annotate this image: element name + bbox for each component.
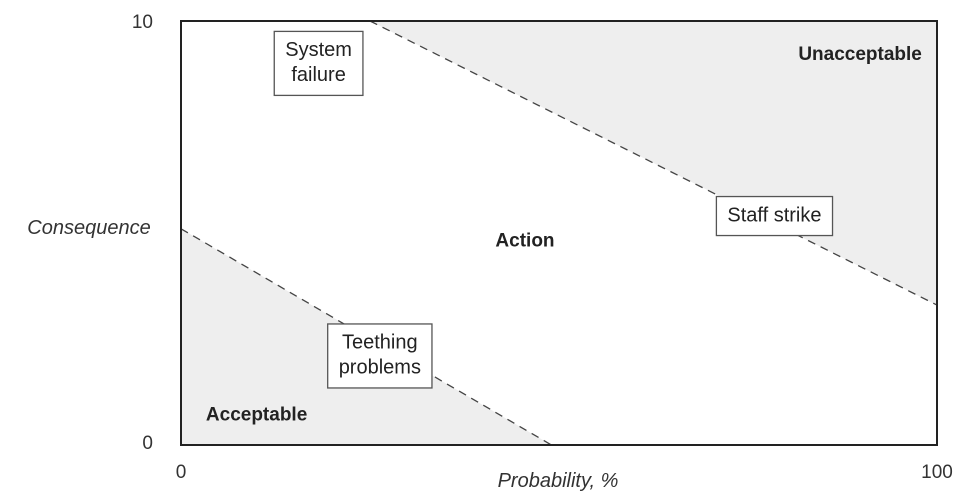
zone-label-action: Action (495, 230, 554, 251)
x-tick-label-max: 100 (921, 462, 953, 483)
zone-labels: Acceptable Action Unacceptable (206, 44, 922, 425)
y-tick-label-max: 10 (132, 12, 153, 33)
risk-box-staff-strike (715, 195, 834, 237)
risk-label-teething-problems: Teething (342, 332, 418, 354)
risk-label-staff-strike: Staff strike (727, 204, 821, 226)
tick-labels: 10 0 0 100 (132, 12, 953, 483)
risk-box-teething-problems (327, 323, 433, 389)
zone-label-unacceptable: Unacceptable (798, 44, 922, 65)
x-tick-label-min: 0 (176, 462, 187, 483)
risk-item-system-failure: System failure (273, 30, 364, 97)
zone-label-acceptable: Acceptable (206, 404, 307, 425)
risk-box-system-failure (273, 30, 364, 97)
y-tick-label-min: 0 (142, 433, 153, 454)
risk-label-system-failure: failure (291, 64, 345, 86)
risk-item-staff-strike: Staff strike (715, 195, 834, 237)
risk-item-teething-problems: Teething problems (327, 323, 433, 389)
risk-label-teething-problems: problems (339, 357, 421, 379)
x-axis-label: Probability, % (498, 470, 619, 492)
plot-frame (180, 20, 938, 446)
y-axis-label: Consequence (27, 217, 150, 239)
unacceptable-boundary-line (369, 20, 938, 306)
risk-label-system-failure: System (285, 39, 352, 61)
